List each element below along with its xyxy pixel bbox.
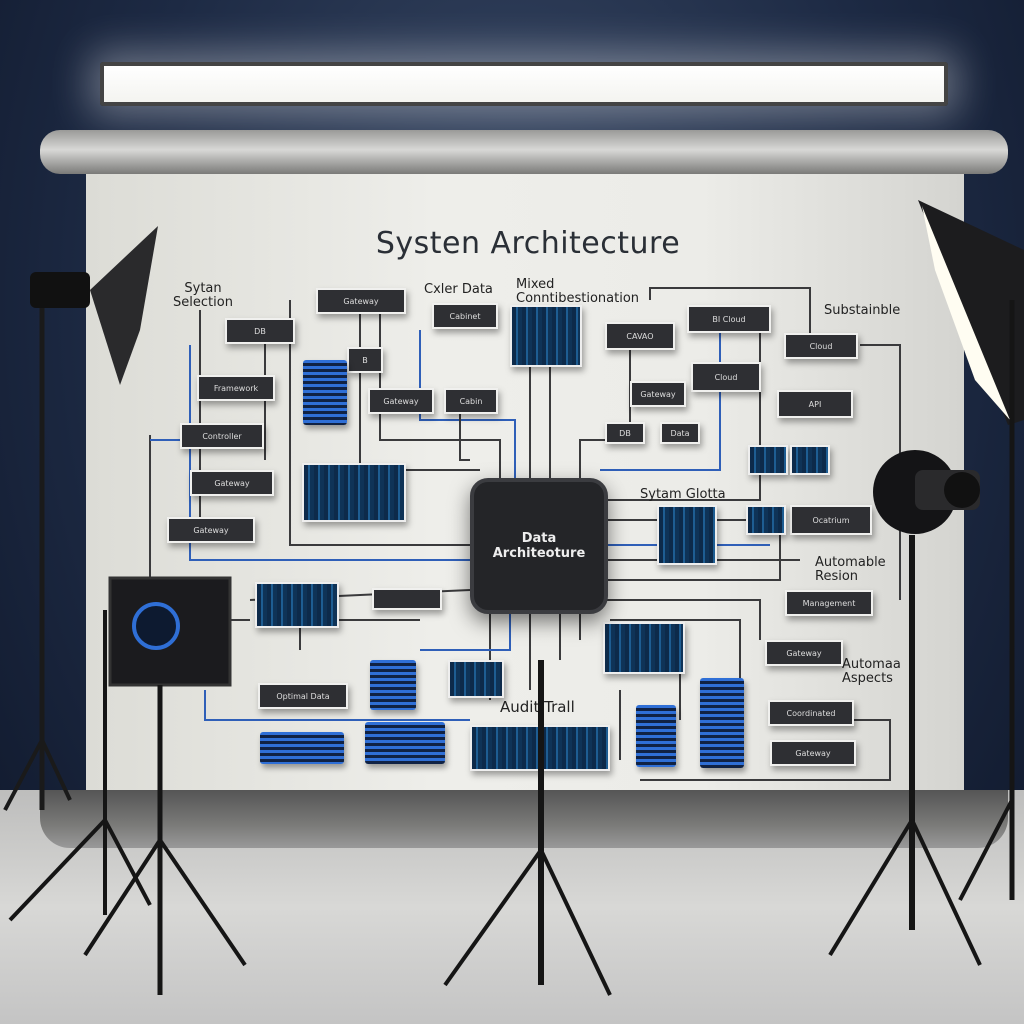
diagram-box: Cloud bbox=[784, 333, 858, 359]
server-stack bbox=[303, 360, 347, 425]
diagram-box: Cloud bbox=[691, 362, 761, 392]
dashboard-screen bbox=[790, 445, 830, 475]
diagram-box: Cabin bbox=[444, 388, 498, 414]
diagram-box: B bbox=[347, 347, 383, 373]
server-stack bbox=[260, 732, 344, 764]
diagram-box: Gateway bbox=[630, 381, 686, 407]
diagram-box: Controller bbox=[180, 423, 264, 449]
diagram-box: Ocatrium bbox=[790, 505, 872, 535]
wire bbox=[600, 599, 761, 640]
server-stack bbox=[370, 660, 416, 710]
diagram-box: CAVAO bbox=[605, 322, 675, 350]
dashboard-screen bbox=[657, 505, 717, 565]
wire bbox=[189, 345, 470, 561]
central-node-line1: Data bbox=[521, 531, 557, 546]
diagram-box: DB bbox=[605, 422, 645, 444]
dashboard-screen bbox=[302, 463, 406, 522]
diagram-box: API bbox=[777, 390, 853, 418]
wire bbox=[459, 400, 470, 461]
dashboard-screen bbox=[510, 305, 582, 367]
central-node-data-architecture: Data Architeoture bbox=[470, 478, 608, 614]
label-automated-aspects: Automaa Aspects bbox=[842, 657, 901, 686]
ceiling-light-panel bbox=[100, 62, 948, 106]
left-umbrella-light bbox=[3, 226, 158, 811]
label-automable: Automable Resion bbox=[815, 555, 886, 584]
wire bbox=[420, 606, 511, 651]
wire bbox=[289, 300, 470, 546]
dashboard-screen bbox=[255, 582, 339, 628]
diagram-box: Gateway bbox=[770, 740, 856, 766]
label-mixed: Mixed Conntibestionation bbox=[516, 277, 640, 306]
wire bbox=[649, 287, 811, 340]
diagram-box: Framework bbox=[197, 375, 275, 401]
label-audit-trail: Audit Trall bbox=[500, 698, 575, 716]
central-node-line2: Architeoture bbox=[492, 546, 586, 561]
label-system-glotta: Sytam Glotta bbox=[640, 487, 726, 502]
wire bbox=[640, 719, 891, 781]
diagram-box: Data bbox=[660, 422, 700, 444]
right-umbrella-light bbox=[918, 200, 1024, 901]
wire bbox=[419, 330, 516, 478]
backdrop-roller bbox=[40, 130, 1008, 174]
diagram-title: Systen Architecture bbox=[375, 226, 681, 261]
label-color-data: Cxler Data bbox=[424, 282, 493, 297]
left-softbox-light bbox=[8, 576, 247, 995]
diagram-box: BI Cloud bbox=[687, 305, 771, 333]
diagram-box: Gateway bbox=[190, 470, 274, 496]
diagram-box: Management bbox=[785, 590, 873, 616]
diagram-box: Gateway bbox=[167, 517, 255, 543]
wire bbox=[379, 310, 501, 478]
dashboard-screen bbox=[603, 622, 685, 674]
wire bbox=[204, 690, 470, 721]
diagram-box: DB bbox=[225, 318, 295, 344]
label-system-selection: Sytan Selection bbox=[173, 281, 233, 310]
diagram-box: Gateway bbox=[316, 288, 406, 314]
diagram-box: Gateway bbox=[765, 640, 843, 666]
backdrop-sweep bbox=[40, 790, 1008, 848]
server-stack bbox=[636, 705, 676, 767]
right-spotlight bbox=[828, 450, 982, 966]
diagram-box bbox=[372, 588, 442, 610]
server-stack bbox=[365, 722, 445, 764]
center-light-stand bbox=[443, 660, 612, 996]
diagram-box: Cabinet bbox=[432, 303, 498, 329]
dashboard-screen bbox=[448, 660, 504, 698]
server-stack bbox=[700, 678, 744, 768]
dashboard-screen bbox=[748, 445, 788, 475]
diagram-box: Gateway bbox=[368, 388, 434, 414]
diagram-box: Coordinated bbox=[768, 700, 854, 726]
label-sustainable: Substainble bbox=[824, 303, 901, 318]
optimal-data-box: Optimal Data bbox=[258, 683, 348, 709]
dashboard-screen bbox=[746, 505, 786, 535]
